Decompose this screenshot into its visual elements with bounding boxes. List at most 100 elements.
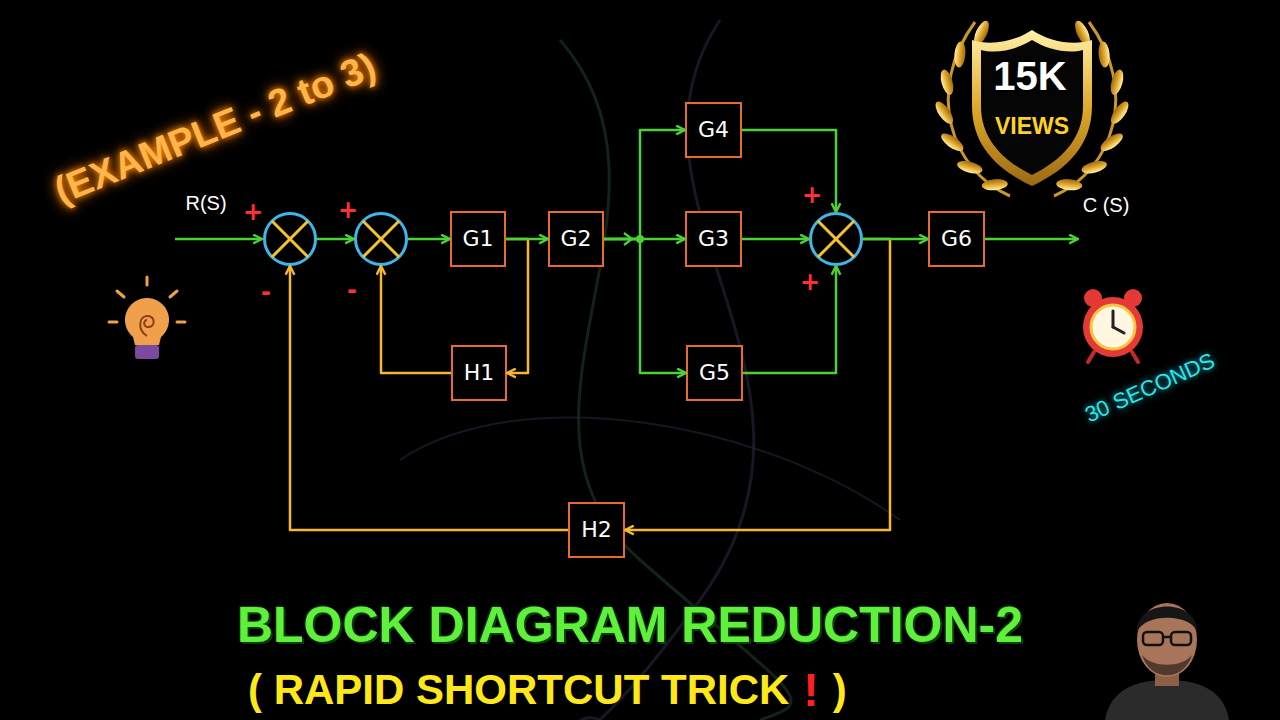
clock-hand: [1113, 327, 1124, 333]
arrow-head: [624, 233, 632, 245]
summing-junction: +-: [263, 212, 317, 266]
block-label: G1: [462, 228, 493, 250]
junction-cross: [818, 221, 854, 257]
summing-junction: ++: [809, 212, 863, 266]
badge-shield: [968, 28, 1096, 188]
block-label: G5: [699, 362, 730, 384]
portrait-glasses: [1163, 636, 1171, 639]
block-label: H1: [464, 362, 495, 384]
signal-line: [604, 130, 685, 239]
background-swirl: [400, 417, 900, 520]
shield-inner: [981, 40, 1083, 175]
subtitle-text: ( RAPID SHORTCUT TRICK: [248, 669, 789, 711]
output-signal-label: C (S): [1083, 195, 1130, 215]
transfer-block: G1: [450, 211, 506, 267]
shield-outer: [972, 30, 1092, 186]
laurel-leaf: [1108, 99, 1132, 127]
laurel-leaf: [953, 41, 966, 68]
portrait-head: [1137, 603, 1197, 677]
portrait-beard: [1142, 655, 1192, 675]
junction-cross: [272, 221, 308, 257]
sign-symbol: -: [347, 278, 357, 302]
laurel-leaf: [938, 68, 955, 96]
clock-face: [1091, 305, 1135, 349]
bulb-filament: [140, 316, 153, 336]
portrait-glasses: [1171, 632, 1191, 645]
clock-leg: [1132, 352, 1138, 362]
bulb-ray: [146, 277, 149, 285]
signal-line: [604, 239, 686, 373]
laurel-leaf: [1080, 159, 1108, 176]
bulb-glass: [125, 298, 169, 345]
bulb-ray: [170, 291, 177, 297]
sign-symbol: +: [338, 198, 358, 222]
signal-line: [506, 238, 548, 241]
transfer-block: H1: [451, 345, 507, 401]
input-signal-label: R(S): [185, 193, 226, 213]
badge-text: VIEWS: [995, 115, 1069, 138]
block-label: G2: [560, 228, 591, 250]
sign-symbol: -: [261, 280, 271, 304]
signal-line: [742, 130, 836, 212]
feedback-line: [625, 239, 890, 530]
clock-body: [1083, 297, 1143, 357]
summing-junction: +-: [354, 212, 408, 266]
laurel-leaf: [1056, 178, 1083, 191]
signal-line: [743, 266, 836, 373]
sign-symbol: +: [243, 200, 263, 224]
junction-cross: [272, 221, 308, 257]
signal-line: [317, 238, 354, 241]
transfer-block: G2: [548, 211, 604, 267]
laurel-leaf: [932, 99, 956, 127]
clock-hand: [1112, 311, 1115, 327]
exclamation-mark: !: [803, 667, 818, 713]
branch-point: [636, 235, 644, 243]
input-line: [175, 238, 262, 241]
views-badge: 15K VIEWS: [968, 28, 1096, 188]
feedback-line: [381, 266, 451, 373]
clock-leg: [1088, 352, 1094, 362]
output-line: [985, 238, 1078, 241]
sign-symbol: +: [800, 270, 820, 294]
junction-circle: [811, 214, 862, 265]
transfer-block: G6: [928, 211, 985, 267]
transfer-block: G3: [685, 211, 742, 267]
laurel-leaf: [1098, 130, 1126, 154]
subtitle-text: ): [833, 669, 847, 711]
block-label: H2: [581, 519, 612, 541]
block-label: G3: [698, 228, 729, 250]
block-label: G6: [941, 228, 972, 250]
junction-cross: [363, 221, 399, 257]
laurel-leaf: [938, 130, 966, 154]
portrait-glasses: [1143, 632, 1163, 645]
transfer-block: G4: [685, 102, 742, 158]
title-heading: BLOCK DIAGRAM REDUCTION-2: [237, 600, 1023, 650]
bulb-base: [135, 345, 159, 359]
badge-text: 15K: [993, 56, 1066, 96]
laurel-leaf: [1097, 41, 1110, 68]
junction-cross: [363, 221, 399, 257]
laurel-leaf: [981, 178, 1008, 191]
laurel-leaf: [1108, 68, 1125, 96]
transfer-block: G5: [686, 345, 743, 401]
laurel-leaf: [956, 159, 984, 176]
feedback-line: [290, 266, 568, 530]
junction-circle: [265, 214, 316, 265]
sign-symbol: +: [802, 183, 822, 207]
junction-outline: [809, 212, 863, 266]
signal-line: [408, 238, 450, 241]
example-label: (EXAMPLE - 2 to 3): [49, 46, 380, 209]
block-label: G4: [698, 119, 729, 141]
junction-outline: [263, 212, 317, 266]
junction-cross: [818, 221, 854, 257]
junction-circle: [356, 214, 407, 265]
bulb-ray: [109, 321, 117, 324]
timer-label: 30 SECONDS: [1082, 350, 1218, 427]
bulb-ray: [177, 321, 185, 324]
signal-line: [604, 238, 685, 241]
junction-outline: [354, 212, 408, 266]
portrait-hair: [1137, 607, 1197, 633]
